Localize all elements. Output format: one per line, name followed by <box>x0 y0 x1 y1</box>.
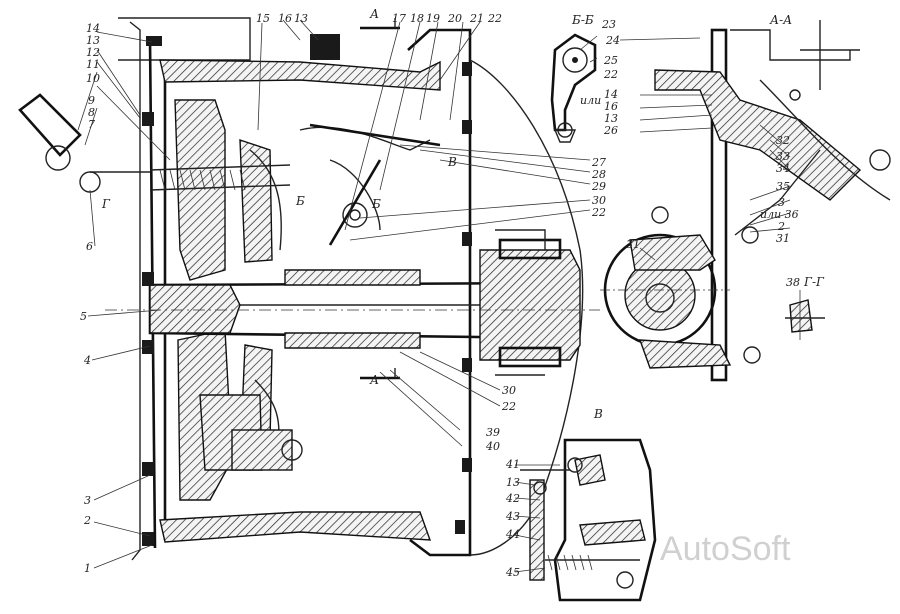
label-5: 5 <box>80 310 87 323</box>
label-26: 26 <box>603 124 618 137</box>
label-14-r: 14 <box>604 88 618 101</box>
label-19: 19 <box>426 12 440 25</box>
label-3: 3 <box>84 494 91 507</box>
label-28: 28 <box>591 168 606 181</box>
label-15: 15 <box>256 12 270 25</box>
main-clutch-section <box>18 17 600 569</box>
text-ili36: или 36 <box>760 208 799 221</box>
label-22: 22 <box>487 12 502 25</box>
housing-bolts <box>142 34 472 546</box>
label-1: 1 <box>84 562 91 575</box>
label-2: 2 <box>83 514 91 527</box>
label-39: 39 <box>486 426 500 439</box>
label-33: 33 <box>776 150 790 163</box>
section-b-b <box>550 33 598 143</box>
label-43: 43 <box>505 510 520 523</box>
label-16: 16 <box>278 12 292 25</box>
label-8: 8 <box>88 106 95 119</box>
label-30-r: 30 <box>592 194 606 207</box>
mark-a-top: А <box>369 7 379 21</box>
title-g-g: Г-Г <box>803 275 825 289</box>
label-31-right: 31 <box>776 232 790 245</box>
label-42: 42 <box>505 492 520 505</box>
label-25: 25 <box>603 54 618 67</box>
label-2-r: 2 <box>777 220 785 233</box>
label-35: 35 <box>776 180 790 193</box>
mark-a-bottom: А <box>369 373 379 387</box>
label-22-r: 22 <box>591 206 606 219</box>
label-11: 11 <box>86 58 100 71</box>
mark-b-right: Б <box>371 197 381 211</box>
label-30: 30 <box>502 384 516 397</box>
label-13-top: 13 <box>294 12 308 25</box>
watermark: AutoSoft <box>660 530 791 568</box>
label-41: 41 <box>505 458 520 471</box>
mark-b-left: Б <box>295 194 305 208</box>
label-21: 21 <box>469 12 484 25</box>
label-44: 44 <box>505 528 520 541</box>
label-22-mid: 22 <box>501 400 516 413</box>
label-22-bb: 22 <box>603 68 618 81</box>
label-3-r: 3 <box>778 196 785 209</box>
label-32: 32 <box>776 134 790 147</box>
label-20: 20 <box>447 12 462 25</box>
label-12: 12 <box>86 46 100 59</box>
label-18: 18 <box>410 12 424 25</box>
label-38: 38 <box>786 276 800 289</box>
label-9: 9 <box>88 94 95 107</box>
section-g-g <box>785 290 825 340</box>
title-b-b: Б-Б <box>571 13 594 27</box>
label-17: 17 <box>392 12 406 25</box>
mark-v-top: В <box>447 155 457 169</box>
mark-g-left: Г <box>101 197 111 211</box>
label-31-left: 31 <box>626 238 640 251</box>
label-23: 23 <box>601 18 616 31</box>
label-45: 45 <box>505 566 520 579</box>
label-10: 10 <box>86 72 100 85</box>
label-13-r: 13 <box>604 112 618 125</box>
text-ili: или <box>580 94 601 107</box>
label-34: 34 <box>776 162 790 175</box>
label-24: 24 <box>605 34 620 47</box>
title-a-a: А-А <box>769 13 792 27</box>
label-7: 7 <box>88 118 95 131</box>
label-27: 27 <box>591 156 606 169</box>
label-6: 6 <box>86 240 93 253</box>
label-13-v: 13 <box>506 476 520 489</box>
label-13: 13 <box>86 34 100 47</box>
label-29: 29 <box>591 180 606 193</box>
part-labels: 14 13 12 11 10 9 8 7 6 5 4 3 2 1 15 16 1… <box>80 7 825 579</box>
label-14: 14 <box>86 22 100 35</box>
label-4: 4 <box>83 354 91 367</box>
view-v-detail <box>514 438 657 602</box>
label-16-r: 16 <box>604 100 618 113</box>
section-a-a <box>600 20 891 382</box>
title-view-v: В <box>593 407 603 421</box>
label-40: 40 <box>485 440 500 453</box>
